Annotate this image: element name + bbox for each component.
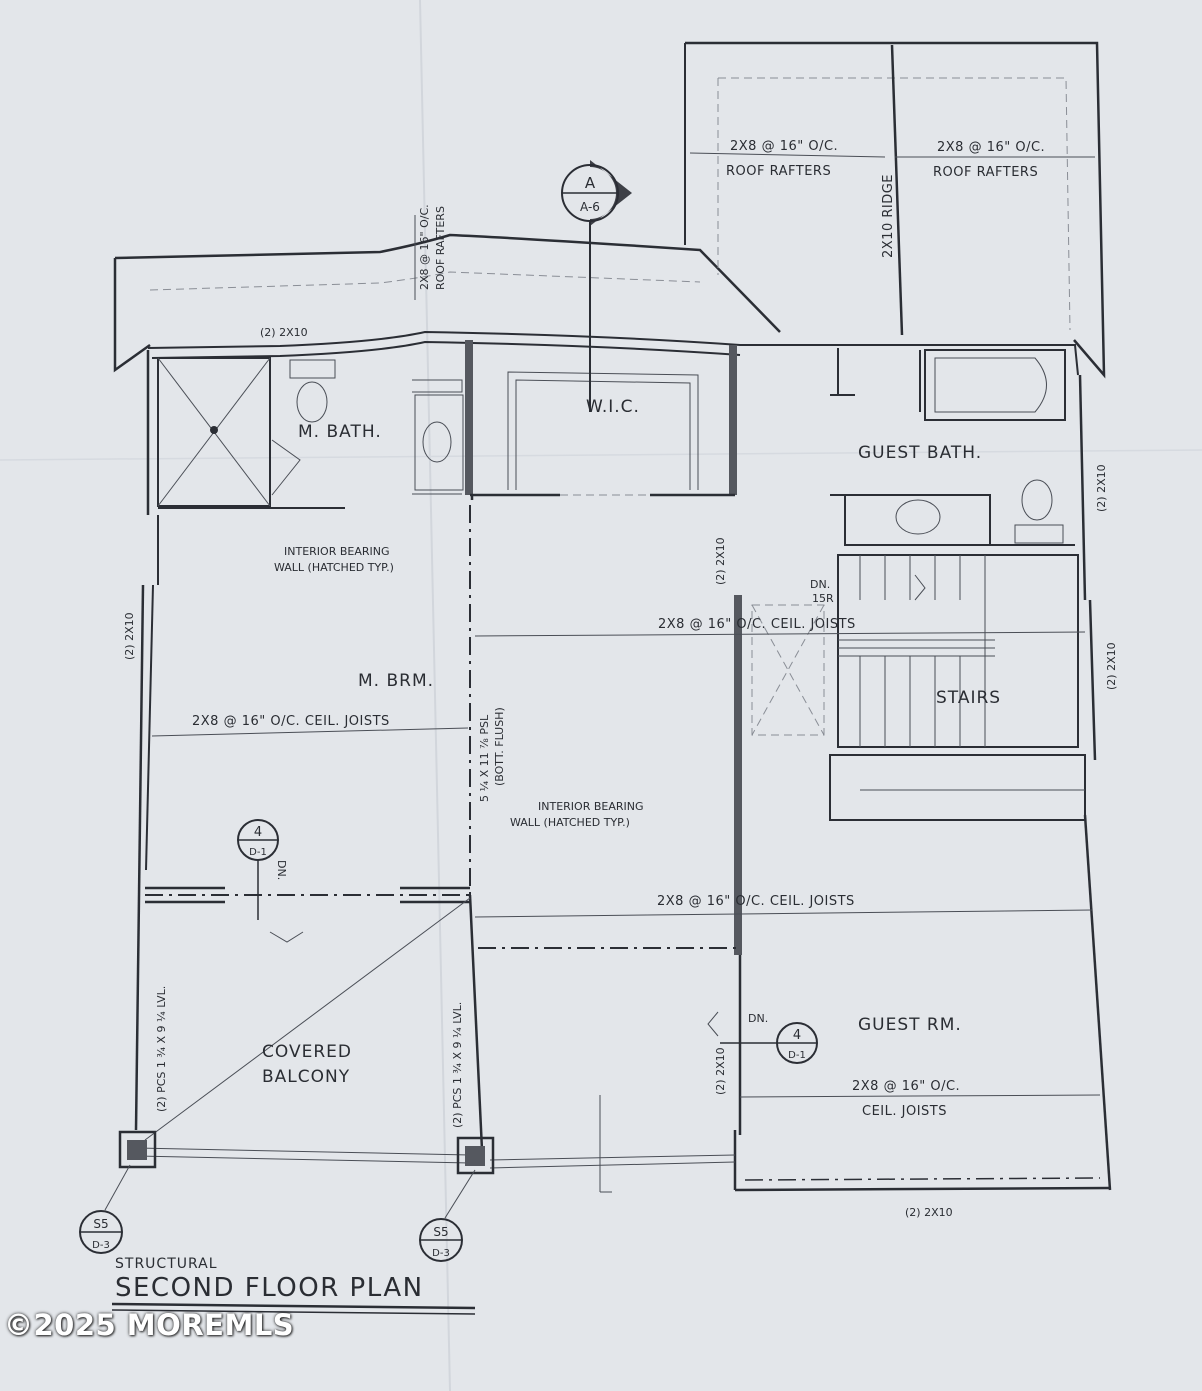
joist-note: 2X8 @ 16" O/C. — [852, 1079, 960, 1094]
header-note: (2) 2X10 — [1095, 464, 1108, 512]
roof-outline — [113, 41, 1106, 379]
bearing-wall — [729, 345, 737, 495]
down-note: DN. — [748, 1012, 768, 1025]
room-label-guest-room: GUEST RM. — [858, 1015, 962, 1035]
rafter-label: ROOF RAFTERS — [726, 164, 831, 179]
shower-stall — [157, 357, 271, 507]
bearing-wall-note: WALL (HATCHED TYP.) — [510, 816, 630, 829]
bearing-wall-note: INTERIOR BEARING — [284, 545, 390, 558]
header-note: (2) 2X10 — [123, 612, 136, 660]
joist-note: 2X8 @ 16" O/C. CEIL. JOISTS — [658, 617, 856, 632]
section-marker — [561, 160, 632, 412]
section-marker-bottom: A-6 — [580, 200, 600, 214]
room-label-balcony: BALCONY — [262, 1067, 350, 1087]
room-label-master-bedroom: M. BRM. — [358, 671, 434, 691]
down-note: DN. — [810, 578, 830, 591]
bearing-wall — [465, 340, 473, 495]
post-marker-bottom: D-3 — [92, 1240, 110, 1251]
dimension-lines — [151, 631, 1101, 1098]
post-marker — [79, 1164, 476, 1262]
down-note: DN. — [275, 860, 288, 880]
header-note: (2) 2X10 — [905, 1206, 953, 1219]
room-label-master-bath: M. BATH. — [298, 422, 382, 442]
drawing-title: SECOND FLOOR PLAN — [115, 1273, 424, 1303]
title-underline — [111, 1309, 476, 1315]
rafter-label: ROOF RAFTERS — [434, 206, 447, 290]
joist-note: 2X8 @ 16" O/C. CEIL. JOISTS — [192, 714, 390, 729]
header-note: (2) 2X10 — [260, 326, 308, 339]
joist-note: 2X8 @ 16" O/C. CEIL. JOISTS — [657, 894, 855, 909]
post-marker-top: S5 — [93, 1217, 108, 1231]
room-label-covered: COVERED — [262, 1042, 352, 1062]
header-note: (2) 2X10 — [1105, 642, 1118, 690]
beam-note: (2) PCS 1 ¾ X 9 ¼ LVL. — [155, 986, 168, 1112]
bearing-wall-note: WALL (HATCHED TYP.) — [274, 561, 394, 574]
rafter-spec: 2X8 @ 16" O/C. — [418, 204, 431, 290]
detail-marker — [707, 1011, 818, 1064]
detail-marker-bottom: D-1 — [249, 847, 267, 858]
exterior-wall — [134, 350, 1112, 1192]
sink-icon — [414, 394, 464, 491]
beam-note: (2) PCS 1 ¾ X 9 ¼ LVL. — [451, 1002, 464, 1128]
header-note: (2) 2X10 — [714, 1047, 727, 1095]
door-swing — [271, 439, 301, 496]
room-label-wic: W.I.C. — [586, 397, 640, 417]
paper-fold — [0, 449, 1202, 461]
drawing-subtitle: STRUCTURAL — [115, 1256, 218, 1272]
post-marker-top: S5 — [433, 1225, 448, 1239]
exterior-wall — [147, 330, 1079, 376]
title-underline — [111, 1302, 476, 1310]
header-note: (2) 2X10 — [714, 537, 727, 585]
section-marker-top: A — [585, 174, 596, 192]
paper-fold — [419, 0, 451, 1391]
stair-treads — [829, 554, 1086, 821]
detail-marker — [237, 819, 304, 943]
ridge-label: 2X10 RIDGE — [881, 174, 896, 258]
beam-note: (BOTT. FLUSH) — [493, 707, 506, 786]
balcony-rail — [136, 897, 736, 1193]
detail-marker-top: 4 — [254, 825, 262, 840]
beam-note: 5 ¼ X 11 ⅞ PSL — [478, 714, 491, 802]
riser-note: 15R — [812, 592, 834, 605]
room-label-stairs: STAIRS — [936, 688, 1001, 708]
detail-marker-top: 4 — [793, 1028, 801, 1043]
bathtub-icon — [924, 349, 1066, 421]
rafter-spec: 2X8 @ 16" O/C. — [730, 139, 838, 154]
bearing-wall-note: INTERIOR BEARING — [538, 800, 644, 813]
stair-opening — [751, 604, 825, 736]
joist-note: CEIL. JOISTS — [862, 1104, 947, 1119]
toilet-icon — [289, 359, 336, 423]
toilet-icon — [1014, 479, 1064, 544]
rafter-spec: 2X8 @ 16" O/C. — [937, 140, 1045, 155]
post-icon — [118, 1130, 495, 1175]
detail-marker-bottom: D-1 — [788, 1050, 806, 1061]
vanity-sink-icon — [844, 494, 991, 546]
rafter-label: ROOF RAFTERS — [933, 165, 1038, 180]
closet-shelf — [507, 371, 699, 490]
room-label-guest-bath: GUEST BATH. — [858, 443, 982, 463]
post-marker-bottom: D-3 — [432, 1248, 450, 1259]
bearing-wall — [734, 595, 742, 955]
copyright-watermark: ©2025 MOREMLS — [4, 1308, 295, 1342]
